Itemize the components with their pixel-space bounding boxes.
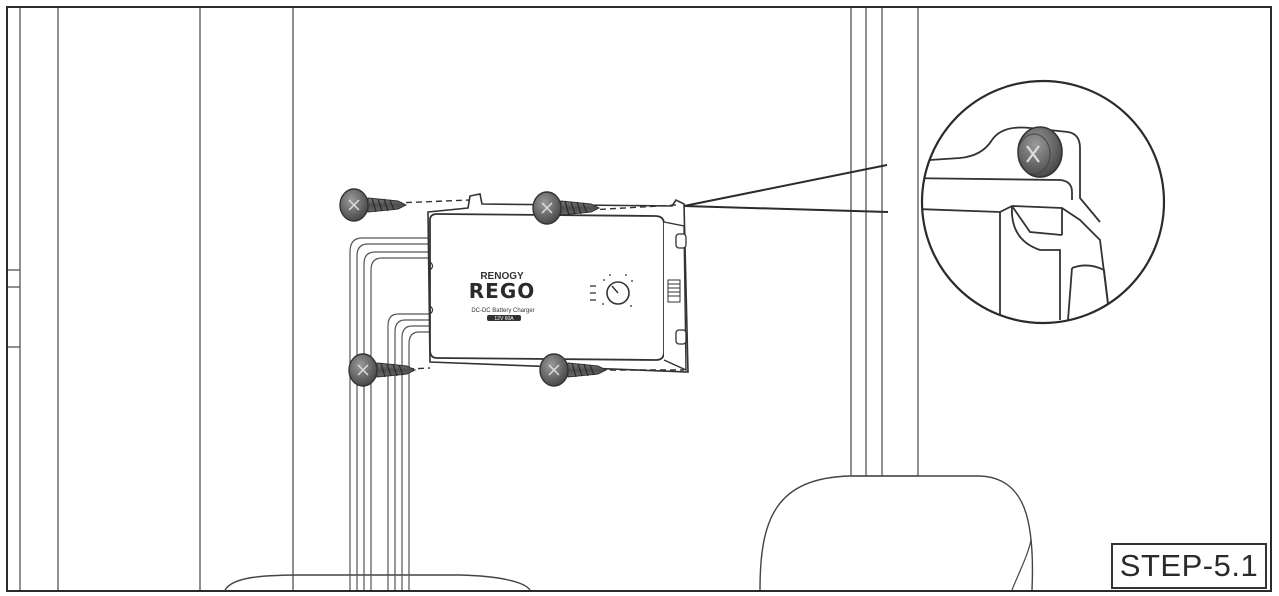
screw-bottom-middle: [539, 353, 608, 387]
cables: [349, 237, 430, 590]
brand-text: RENOGY: [480, 271, 524, 282]
subtitle-text: DC-DC Battery Charger: [471, 308, 534, 314]
screw-bottom-left: [348, 353, 417, 387]
model-badge: [487, 315, 521, 321]
step-label: STEP-5.1: [1111, 543, 1267, 589]
callout-lines: [683, 164, 889, 213]
diagram-frame: [6, 6, 1272, 592]
screw-top-left: [339, 188, 408, 222]
model-badge-text: 12V 60A: [494, 316, 514, 322]
screw-top-middle: [532, 191, 601, 225]
wall-lines: [8, 8, 919, 590]
seat-left-outline: [224, 574, 531, 591]
seat-inner-line: [1011, 539, 1032, 591]
product-text: REGO: [469, 279, 535, 303]
magnified-screw: [1017, 126, 1063, 178]
rego-charger: RENOGY REGO DC-DC Battery Charger 12V 60…: [427, 193, 689, 373]
magnified-detail: [920, 79, 1166, 325]
seat-outline: [759, 475, 1034, 591]
